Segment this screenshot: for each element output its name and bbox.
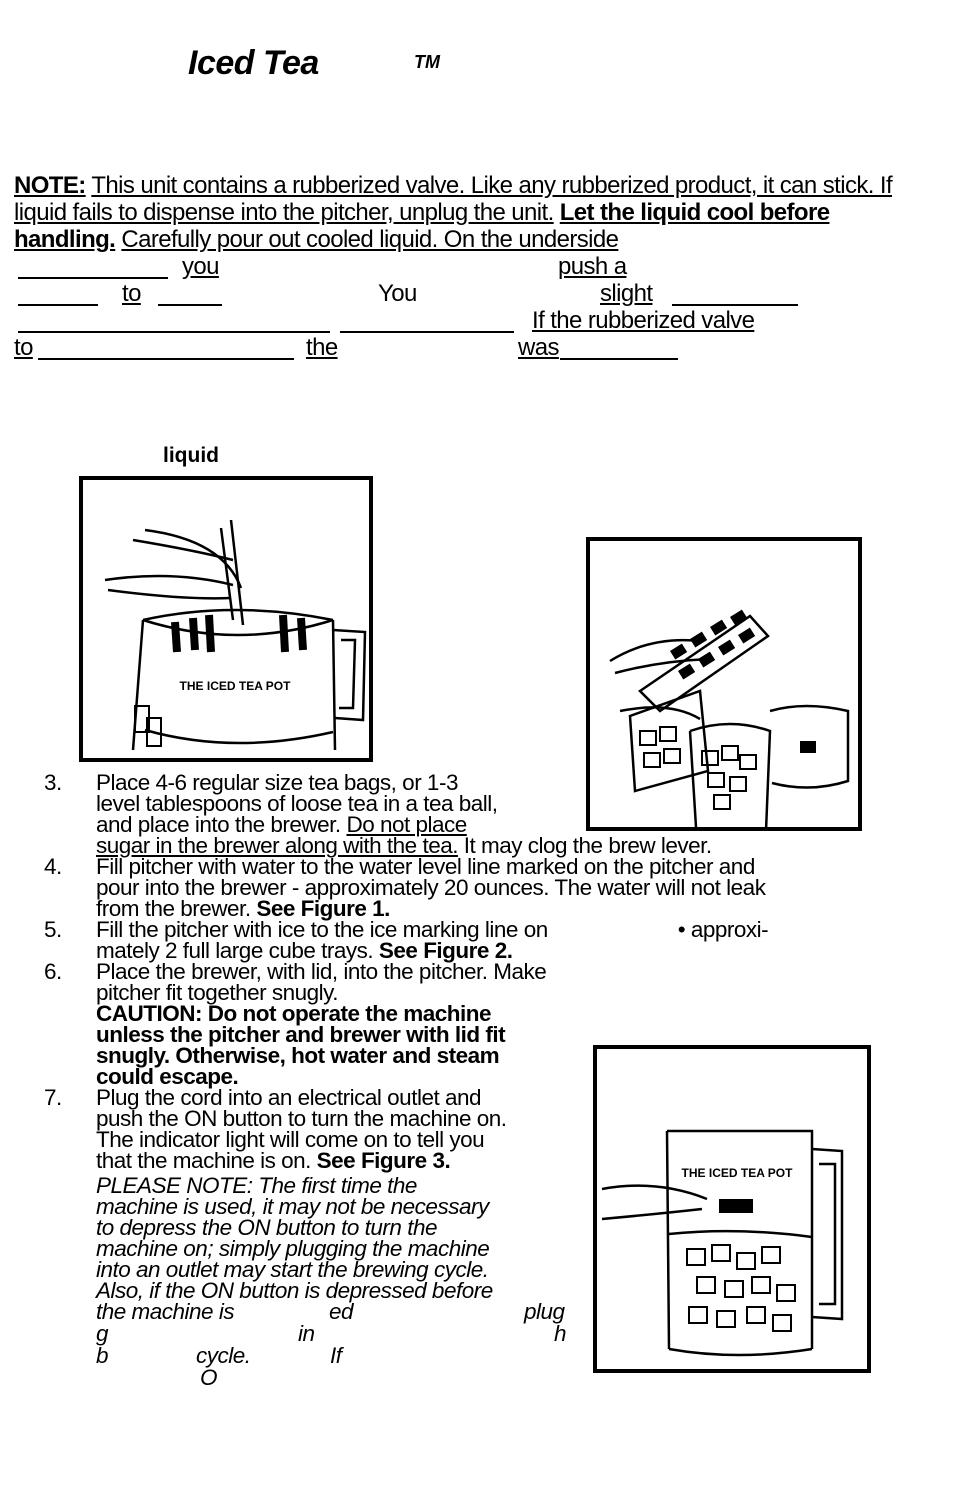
please-note-line: O — [96, 1365, 576, 1390]
blank-line — [38, 358, 294, 360]
step-3-text: It may clog the brew lever. — [463, 833, 712, 858]
caution-line: could escape. — [96, 1064, 239, 1089]
figure-3-brand: THE ICED TEA POT — [682, 1166, 794, 1180]
step-3-underlined: Do not place — [346, 812, 467, 837]
fragment-was: was — [518, 334, 559, 361]
note-text-2: Carefully pour out cooled liquid. On the… — [121, 226, 619, 253]
step-3-text: and place into the brewer. — [96, 812, 341, 837]
note-text: This unit contains a rubberized valve. L… — [14, 172, 893, 226]
faded-fragment: plug — [524, 1299, 565, 1324]
note-paragraph: NOTE: This unit contains a rubberized va… — [14, 172, 924, 253]
figure-1-brand: THE ICED TEA POT — [180, 679, 292, 693]
step-5-line: mately 2 full large cube trays. See Figu… — [96, 938, 768, 963]
step-number: 3. — [44, 770, 62, 795]
figure-2-illustration — [586, 537, 862, 831]
step-number: 4. — [44, 854, 62, 879]
caution-line: snugly. Otherwise, hot water and steam — [96, 1043, 500, 1068]
faded-fragment: in — [298, 1321, 315, 1346]
trademark: TM — [414, 52, 440, 72]
note-label: NOTE: — [14, 172, 86, 199]
fragment-slight: slight — [600, 280, 653, 307]
step-4-text: from the brewer. — [96, 896, 251, 921]
fragment-the: the — [306, 334, 338, 361]
step-4: 4. Fill pitcher with water to the water … — [44, 854, 924, 921]
step-number: 7. — [44, 1085, 62, 1110]
please-note-line: into an outlet may start the brewing cyc… — [96, 1257, 489, 1282]
step-4-line: from the brewer. See Figure 1. — [96, 896, 765, 921]
please-note-line: machine is used, it may not be necessary — [96, 1194, 489, 1219]
fragment-to: to — [122, 280, 141, 307]
faded-fragment: h — [554, 1321, 567, 1346]
please-note-line: the machine is ed plug — [96, 1299, 576, 1324]
step-7-line: that the machine is on. See Figure 3. — [96, 1148, 576, 1173]
step-7-line: push the ON button to turn the machine o… — [96, 1106, 507, 1131]
step-7-figure-ref: See Figure 3. — [316, 1148, 451, 1173]
figure-3-illustration: THE ICED TEA POT — [593, 1045, 871, 1373]
blank-line — [672, 304, 798, 306]
faded-fragment: If — [330, 1343, 342, 1368]
step-7-text: that the machine is on. — [96, 1148, 311, 1173]
please-note-line: PLEASE NOTE: The first time the — [96, 1173, 417, 1198]
step-3-line: level tablespoons of loose tea in a tea … — [96, 791, 498, 816]
step-7-line: Plug the cord into an electrical outlet … — [96, 1085, 482, 1110]
figure-1-illustration: THE ICED TEA POT — [79, 476, 373, 762]
caution-line: unless the pitcher and brewer with lid f… — [96, 1022, 506, 1047]
fragment-to-2: to — [14, 334, 33, 361]
step-7-line: The indicator light will come on to tell… — [96, 1127, 485, 1152]
please-note-line: machine on; simply plugging the machine — [96, 1236, 490, 1261]
blank-line — [158, 304, 222, 306]
faded-fragment: cycle. — [196, 1343, 251, 1368]
section-label: liquid — [163, 444, 219, 467]
step-3-line: Place 4-6 regular size tea bags, or 1-3 — [96, 770, 458, 795]
faded-fragment: b — [96, 1343, 109, 1368]
fragment-you: you — [182, 253, 220, 280]
step-3-line: sugar in the brewer along with the tea. … — [96, 833, 712, 858]
step-3-line: and place into the brewer. Do not place — [96, 812, 712, 837]
step-6-line: Place the brewer, with lid, into the pit… — [96, 959, 547, 984]
step-6: 6. Place the brewer, with lid, into the … — [44, 959, 924, 1089]
please-note-line: g in h — [96, 1321, 576, 1346]
step-4-line: Fill pitcher with water to the water lev… — [96, 854, 755, 879]
step-5-figure-ref: See Figure 2. — [378, 938, 513, 963]
step-5: 5. Fill the pitcher with ice to the ice … — [44, 917, 924, 963]
step-6-line: pitcher fit together snugly. — [96, 980, 338, 1005]
step-3-underlined: sugar in the brewer along with the tea. — [96, 833, 458, 858]
step-5-text: mately 2 full large cube trays. — [96, 938, 374, 963]
step-3: 3. Place 4-6 regular size tea bags, or 1… — [44, 770, 924, 858]
please-note-line: Also, if the ON button is depressed befo… — [96, 1278, 493, 1303]
blank-line — [340, 331, 514, 333]
note-bold-text: Let the liquid cool before handling. — [14, 199, 830, 253]
fragment-if-valve: If the rubberized valve — [532, 307, 755, 334]
step-5-text: Fill the pitcher with ice to the ice mar… — [96, 917, 548, 942]
please-note-line: to depress the ON button to turn the — [96, 1215, 437, 1240]
page-title: Iced Tea — [188, 44, 319, 82]
please-note-line: b cycle. If — [96, 1343, 576, 1368]
fragment-push-a: push a — [558, 253, 627, 280]
blank-line — [560, 358, 678, 360]
faded-fragment: the machine is — [96, 1299, 235, 1324]
instruction-steps: 3. Place 4-6 regular size tea bags, or 1… — [44, 770, 924, 1390]
blank-line — [18, 304, 98, 306]
step-4-line: pour into the brewer - approximately 20 … — [96, 875, 766, 900]
step-5-line: Fill the pitcher with ice to the ice mar… — [96, 917, 769, 942]
caution-line: CAUTION: Do not operate the machine — [96, 1001, 492, 1026]
blank-line — [18, 331, 330, 333]
faded-fragment: g — [96, 1321, 109, 1346]
faded-fragment: ed — [329, 1299, 354, 1324]
blank-line — [18, 277, 168, 279]
step-4-figure-ref: See Figure 1. — [256, 896, 390, 921]
step-5-text: • approxi- — [677, 917, 769, 942]
step-number: 6. — [44, 959, 62, 984]
step-number: 5. — [44, 917, 62, 942]
fragment-you-2: You — [378, 280, 417, 307]
faded-fragment: O — [200, 1365, 218, 1390]
step-7: 7. Plug the cord into an electrical outl… — [44, 1085, 924, 1390]
